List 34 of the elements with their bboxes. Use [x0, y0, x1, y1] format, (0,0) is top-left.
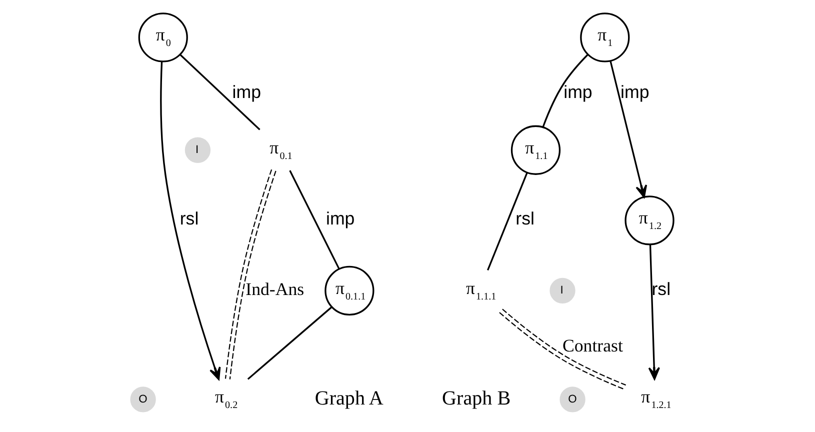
node-circle: I	[184, 136, 210, 162]
edge-label: imp	[232, 82, 261, 102]
node-text: π$_{1.2.1}$	[640, 386, 671, 411]
label: Graph A	[314, 386, 383, 409]
edge-label: rsl	[179, 208, 198, 228]
edge-label: imp	[326, 208, 354, 228]
label: Graph B	[442, 386, 510, 409]
node-circle: π$_{0.1.1}$	[324, 265, 374, 315]
edge-label: Ind-Ans	[245, 278, 304, 298]
connector	[486, 172, 528, 270]
node-circle: π$_{1.1}$	[510, 124, 560, 174]
node-text: π$_{1.1.1}$	[466, 277, 496, 302]
edge-label: imp	[620, 82, 649, 102]
edge-label: Contrast	[562, 334, 622, 355]
node-circle: I	[549, 277, 575, 304]
node-circle: π$_{1.2}$	[624, 195, 674, 245]
node-circle: π$_{0}$	[138, 12, 188, 62]
arrow	[160, 61, 220, 380]
node-circle: π$_{1}$	[580, 12, 630, 62]
arrow	[648, 244, 660, 380]
node-circle: O	[130, 386, 156, 412]
connector	[179, 54, 260, 130]
edge-label: rsl	[651, 278, 670, 298]
connector	[542, 54, 588, 128]
connector	[288, 170, 340, 269]
connector	[224, 168, 276, 379]
edge-label: rsl	[515, 208, 534, 228]
edge-label: imp	[563, 82, 592, 102]
node-text: π$_{0.2}$	[214, 386, 238, 411]
connector	[246, 306, 332, 380]
connector	[498, 308, 626, 390]
node-text: π$_{0.1}$	[269, 136, 292, 162]
arrow	[609, 60, 647, 198]
node-circle: O	[559, 386, 585, 412]
